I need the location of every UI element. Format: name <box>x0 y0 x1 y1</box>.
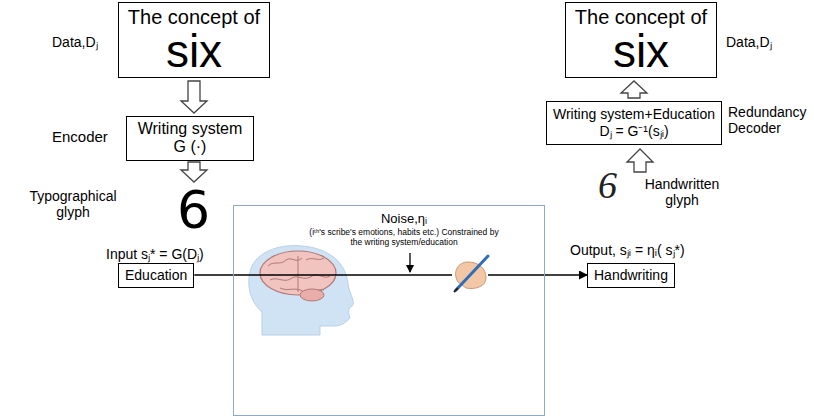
node-title: Noise,ηᵢ <box>304 211 504 227</box>
hollow-arrow <box>627 149 653 172</box>
node-title: Education <box>125 267 187 284</box>
hollow-arrow <box>181 81 207 113</box>
signal-connector <box>545 274 587 275</box>
data-label: Data,Dⱼ <box>726 32 772 51</box>
node-title: The concept of <box>128 6 260 28</box>
decoder-label: Redundancy Decoder <box>728 104 812 136</box>
node-body: Dⱼ = G⁻¹(sⱼᵢ) <box>599 123 668 140</box>
signal-line <box>233 274 452 275</box>
signal-connector <box>194 274 233 275</box>
noise-arrow <box>409 253 410 272</box>
brain <box>260 251 336 295</box>
concept-box: The concept ofsix <box>118 2 270 78</box>
handwriting-box: Handwriting <box>587 263 675 288</box>
node-body: G (·) <box>174 138 207 156</box>
typographic-glyph: 6 <box>177 184 210 236</box>
input-label: Input sⱼ* = G(Dⱼ) <box>106 244 204 263</box>
handwritten-glyph: 6 <box>598 166 617 204</box>
education-box: Education <box>118 263 194 288</box>
brain-folds <box>268 256 330 292</box>
encoder-box: Writing systemG (·) <box>126 116 254 161</box>
writing-hand <box>454 256 488 292</box>
node-title: Writing system <box>138 120 243 138</box>
signal-line <box>488 274 545 275</box>
node-body: (iᵗʰ's scribe's emotions, habits etc.) C… <box>304 227 504 247</box>
scribe-region: Noise,ηᵢ(iᵗʰ's scribe's emotions, habits… <box>233 205 545 416</box>
glyph-label: Handwritten glyph <box>640 176 724 208</box>
cerebellum <box>300 289 324 301</box>
noise-text: Noise,ηᵢ(iᵗʰ's scribe's emotions, habits… <box>304 211 504 247</box>
data-label: Data,Dⱼ <box>52 32 98 51</box>
glyph-label: Typographical glyph <box>18 188 128 220</box>
node-body: six <box>166 28 222 74</box>
node-title: The concept of <box>575 6 707 28</box>
node-title: Writing system+Education <box>553 106 715 123</box>
hollow-arrow <box>181 162 207 182</box>
output-label: Output, sⱼᵢ = ηᵢ( sⱼ*) <box>570 240 685 259</box>
head-silhouette <box>249 246 354 335</box>
concept-box: The concept ofsix <box>565 2 717 78</box>
encoder-label: Encoder <box>52 128 108 145</box>
decoder-box: Writing system+EducationDⱼ = G⁻¹(sⱼᵢ) <box>546 101 722 145</box>
hollow-arrow <box>621 81 647 98</box>
node-body: six <box>613 28 669 74</box>
node-title: Handwriting <box>594 267 668 284</box>
